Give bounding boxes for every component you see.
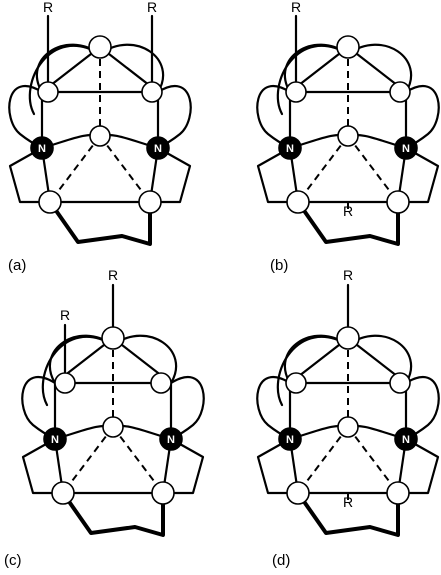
nitrogen-label: N	[154, 143, 162, 155]
nitrogen-label: N	[167, 434, 175, 446]
panel-d: N N R R	[255, 267, 441, 537]
substituent-label: R	[343, 267, 353, 283]
substituent-label: R	[147, 0, 157, 15]
nitrogen-label: N	[38, 143, 46, 155]
substituent-label: R	[343, 203, 353, 219]
panel-caption-b: (b)	[270, 257, 288, 274]
panel-c: N N R R	[20, 267, 206, 537]
substituent-label: R	[43, 0, 53, 15]
substituent-label: R	[343, 494, 353, 510]
nitrogen-label: N	[286, 434, 294, 446]
nitrogen-label: N	[402, 143, 410, 155]
panel-caption-d: (d)	[272, 552, 290, 569]
nitrogen-label: N	[286, 143, 294, 155]
panel-a: N N R R	[7, 0, 193, 246]
panel-caption-c: (c)	[4, 552, 22, 569]
panel-caption-a: (a)	[8, 257, 26, 274]
substituent-label: R	[291, 0, 301, 15]
panel-b: N N R R	[255, 0, 441, 246]
nitrogen-label: N	[51, 434, 59, 446]
substituent-label: R	[108, 267, 118, 283]
nitrogen-label: N	[402, 434, 410, 446]
substituent-label: R	[60, 307, 70, 323]
